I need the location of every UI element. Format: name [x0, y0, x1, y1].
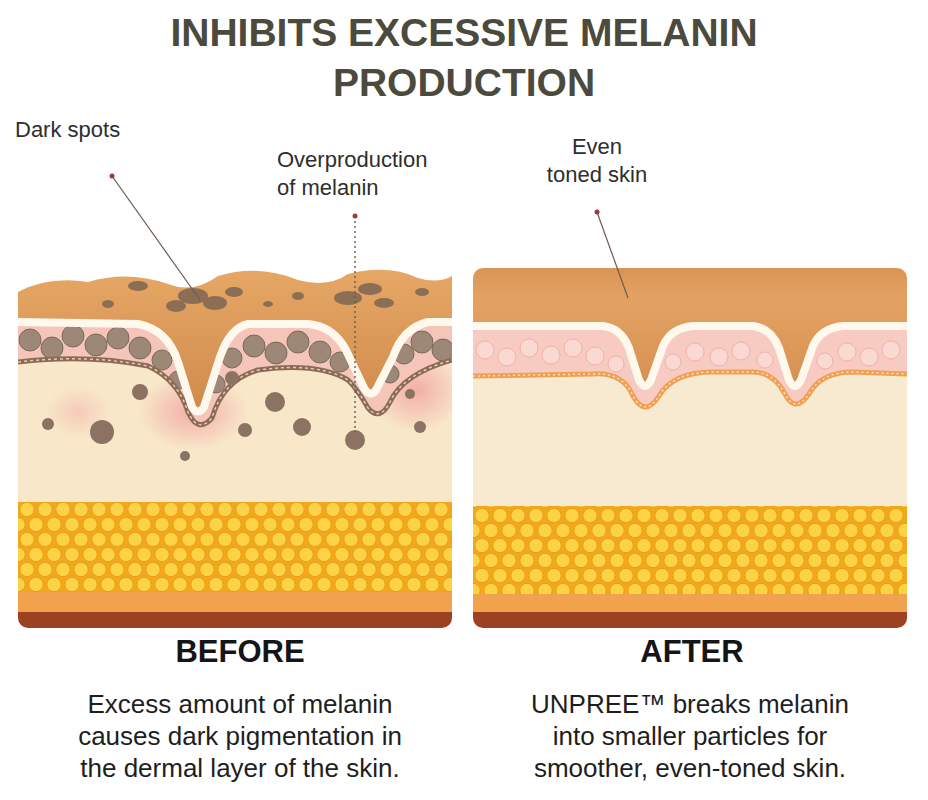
leader-dot [595, 210, 600, 215]
after-panel [473, 268, 907, 628]
caption-text: UNPREE™ breaks melanin into smaller part… [517, 688, 863, 784]
melanocyte [19, 329, 41, 351]
subcutis-band [473, 594, 907, 614]
epidermis-layer [18, 270, 452, 412]
melanin-granule [238, 423, 252, 437]
melanocyte [309, 341, 331, 363]
melanocyte [265, 342, 287, 364]
melanin-granule [265, 392, 285, 412]
dermis-layer [473, 308, 907, 508]
leader-dot [353, 214, 358, 219]
melanocyte [287, 331, 309, 353]
healthy-cell [665, 354, 681, 370]
callout-label: Even toned skin [544, 133, 650, 189]
epidermis-layer [473, 268, 907, 386]
melanin-granule [405, 389, 415, 399]
panel-heading: AFTER [592, 632, 792, 672]
dark-spot [166, 300, 186, 312]
callout-label: Overproduction of melanin [277, 146, 442, 202]
dark-spot [374, 298, 394, 308]
epidermis-border [18, 322, 452, 412]
healthy-cells [476, 339, 900, 372]
diagram-title: INHIBITS EXCESSIVE MELANIN PRODUCTION [124, 8, 804, 108]
healthy-cell [732, 342, 750, 360]
melanin-granule [180, 451, 190, 461]
fat-layer [18, 502, 452, 594]
dark-spot [263, 301, 273, 307]
melanin-granule [225, 371, 239, 385]
muscle-band [18, 612, 452, 628]
dark-spots [102, 281, 429, 312]
subcutis-band [18, 592, 452, 614]
healthy-cell [882, 341, 900, 359]
basal-layer [473, 308, 907, 407]
melanocyte [411, 331, 433, 353]
melanin-granule [293, 418, 311, 436]
caption-text: Excess amount of melanin causes dark pig… [67, 688, 413, 784]
dark-spot [225, 287, 243, 297]
before-panel [18, 270, 452, 628]
muscle-band [473, 612, 907, 628]
melanin-granule [345, 430, 365, 450]
healthy-cell [860, 348, 878, 366]
melanin-granule [132, 384, 148, 400]
melanin-granule [42, 418, 54, 430]
dark-spot [292, 292, 304, 300]
epidermis-border [473, 326, 907, 386]
leader-line [354, 216, 355, 432]
healthy-cell [817, 353, 833, 369]
healthy-cell [586, 347, 604, 365]
leader-line [112, 176, 200, 300]
healthy-cell [564, 339, 582, 357]
melanocyte [107, 327, 129, 349]
healthy-cell [520, 339, 538, 357]
melanin-granule [414, 421, 426, 433]
dark-spot [102, 300, 114, 308]
healthy-cell [757, 352, 773, 368]
leader-line [597, 212, 628, 298]
healthy-cell [542, 346, 560, 364]
melanin-granule [90, 420, 114, 444]
leader-dot [110, 174, 115, 179]
panel-heading: BEFORE [140, 632, 340, 672]
healthy-cell [686, 343, 704, 361]
healthy-cell [498, 348, 516, 366]
basement-membrane [473, 372, 907, 407]
callout-label: Dark spots [15, 116, 120, 144]
healthy-cell [608, 356, 624, 372]
dark-spot [128, 281, 148, 291]
melanocyte [129, 337, 151, 359]
melanocyte [41, 337, 63, 359]
melanocyte [243, 335, 265, 357]
dark-spot [358, 283, 382, 295]
fat-layer [473, 506, 907, 596]
melanocyte [62, 325, 84, 347]
basement-membrane [473, 372, 907, 407]
dark-spot [415, 288, 429, 296]
dark-spot [334, 291, 362, 305]
melanocyte [85, 334, 107, 356]
healthy-cell [838, 343, 856, 361]
healthy-cell [710, 348, 728, 366]
leader-lines [110, 174, 629, 433]
dark-spot [203, 296, 227, 310]
healthy-cell [476, 341, 494, 359]
melanocyte [432, 339, 452, 361]
